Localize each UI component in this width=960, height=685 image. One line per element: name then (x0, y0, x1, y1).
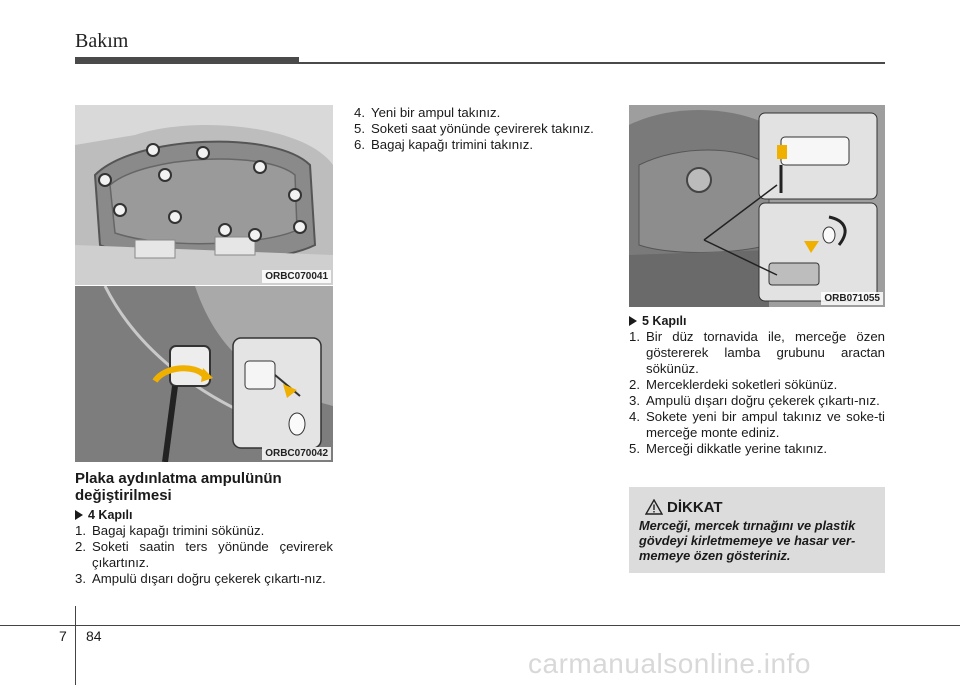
step-number: 2. (75, 539, 86, 554)
caution-text: Merceği, mercek tırnağını ve plastik göv… (639, 518, 856, 563)
figure-code-trunk-lid: ORBC070041 (262, 270, 331, 283)
section-heading: Plaka aydınlatma ampulünün değiştirilmes… (75, 470, 282, 504)
step-text: Bir düz tornavida ile, merceğe özen göst… (646, 329, 885, 376)
steps-list-4-door: 1. Bagaj kapağı trimini sökünüz. 2. Soketi … (75, 523, 333, 587)
step-item: 2. Soketi saatin ters yönünde çevirerek ç… (75, 539, 333, 571)
step-number: 2. (629, 377, 640, 392)
step-number: 4. (629, 409, 640, 424)
left-section-body: 4 Kapılı 1. Bagaj kapağı trimini sökünüz.… (75, 507, 333, 587)
arrow-bullet-icon (75, 510, 83, 520)
subheading-5-door-label: 5 Kapılı (642, 314, 687, 328)
figure-trunk-lid: ORBC070041 (75, 105, 333, 285)
footer-rule-horizontal (0, 625, 960, 626)
step-text: Soketi saat yönünde çevirerek takınız. (371, 121, 594, 136)
step-text: Soketi saatin ters yönünde çevirerek çık… (92, 539, 333, 570)
header-bar-thin (299, 62, 885, 64)
step-number: 1. (75, 523, 86, 538)
step-item: 4. Sokete yeni bir ampul takınız ve soke-… (629, 409, 885, 441)
rear-view-illustration (629, 105, 885, 307)
right-section-body: 5 Kapılı 1. Bir düz tornavida ile, merceğ… (629, 313, 885, 457)
step-item: 5. Soketi saat yönünde çevirerek takınız. (354, 121, 606, 137)
subheading-5-door: 5 Kapılı (629, 313, 885, 329)
step-number: 3. (629, 393, 640, 408)
bulb-socket-illustration (75, 286, 333, 462)
step-item: 2. Merceklerdeki soketleri sökünüz. (629, 377, 885, 393)
figure-code-bulb-socket: ORBC070042 (262, 447, 331, 460)
step-number: 5. (629, 441, 640, 456)
step-number: 6. (354, 137, 365, 152)
trunk-lid-illustration (75, 105, 333, 285)
subheading-4-door: 4 Kapılı (75, 507, 333, 523)
step-item: 4. Yeni bir ampul takınız. (354, 105, 606, 121)
footer-rule-vertical (75, 606, 76, 685)
caution-box: DİKKAT Merceği, mercek tırnağını ve plas… (629, 487, 885, 573)
step-number: 3. (75, 571, 86, 586)
figure-code-rear-view: ORB071055 (821, 292, 883, 305)
step-item: 5. Merceği dikkatle yerine takınız. (629, 441, 885, 457)
caution-title: DİKKAT (667, 499, 723, 516)
header-bar-thick (75, 57, 299, 64)
step-text: Bagaj kapağı trimini sökünüz. (92, 523, 265, 538)
figure-bulb-socket: ORBC070042 (75, 286, 333, 462)
middle-section-body: 4. Yeni bir ampul takınız. 5. Soketi saat y… (354, 105, 606, 153)
step-item: 3. Ampulü dışarı doğru çekerek çıkartı-nı… (75, 571, 333, 587)
step-text: Merceği dikkatle yerine takınız. (646, 441, 828, 456)
step-text: Sokete yeni bir ampul takınız ve soke-ti… (646, 409, 885, 440)
warning-triangle-icon (645, 499, 663, 515)
subheading-4-door-label: 4 Kapılı (88, 508, 133, 522)
step-text: Bagaj kapağı trimini takınız. (371, 137, 533, 152)
step-item: 3. Ampulü dışarı doğru çekerek çıkartı-nı… (629, 393, 885, 409)
step-text: Merceklerdeki soketleri sökünüz. (646, 377, 838, 392)
step-number: 5. (354, 121, 365, 136)
step-item: 1. Bir düz tornavida ile, merceğe özen gö… (629, 329, 885, 377)
step-text: Ampulü dışarı doğru çekerek çıkartı-nız. (646, 393, 880, 408)
steps-list-continued: 4. Yeni bir ampul takınız. 5. Soketi saat y… (354, 105, 606, 153)
step-number: 4. (354, 105, 365, 120)
step-text: Ampulü dışarı doğru çekerek çıkartı-nız. (92, 571, 326, 586)
page-header-title: Bakım (75, 30, 129, 52)
step-text: Yeni bir ampul takınız. (371, 105, 501, 120)
watermark-text: carmanualsonline.info (528, 648, 811, 679)
figure-rear-view: ORB071055 (629, 105, 885, 307)
arrow-bullet-icon (629, 316, 637, 326)
step-item: 1. Bagaj kapağı trimini sökünüz. (75, 523, 333, 539)
footer-page-number: 84 (86, 628, 102, 644)
step-number: 1. (629, 329, 640, 344)
steps-list-5-door: 1. Bir düz tornavida ile, merceğe özen gö… (629, 329, 885, 457)
footer-chapter-number: 7 (59, 628, 67, 644)
step-item: 6. Bagaj kapağı trimini takınız. (354, 137, 606, 153)
